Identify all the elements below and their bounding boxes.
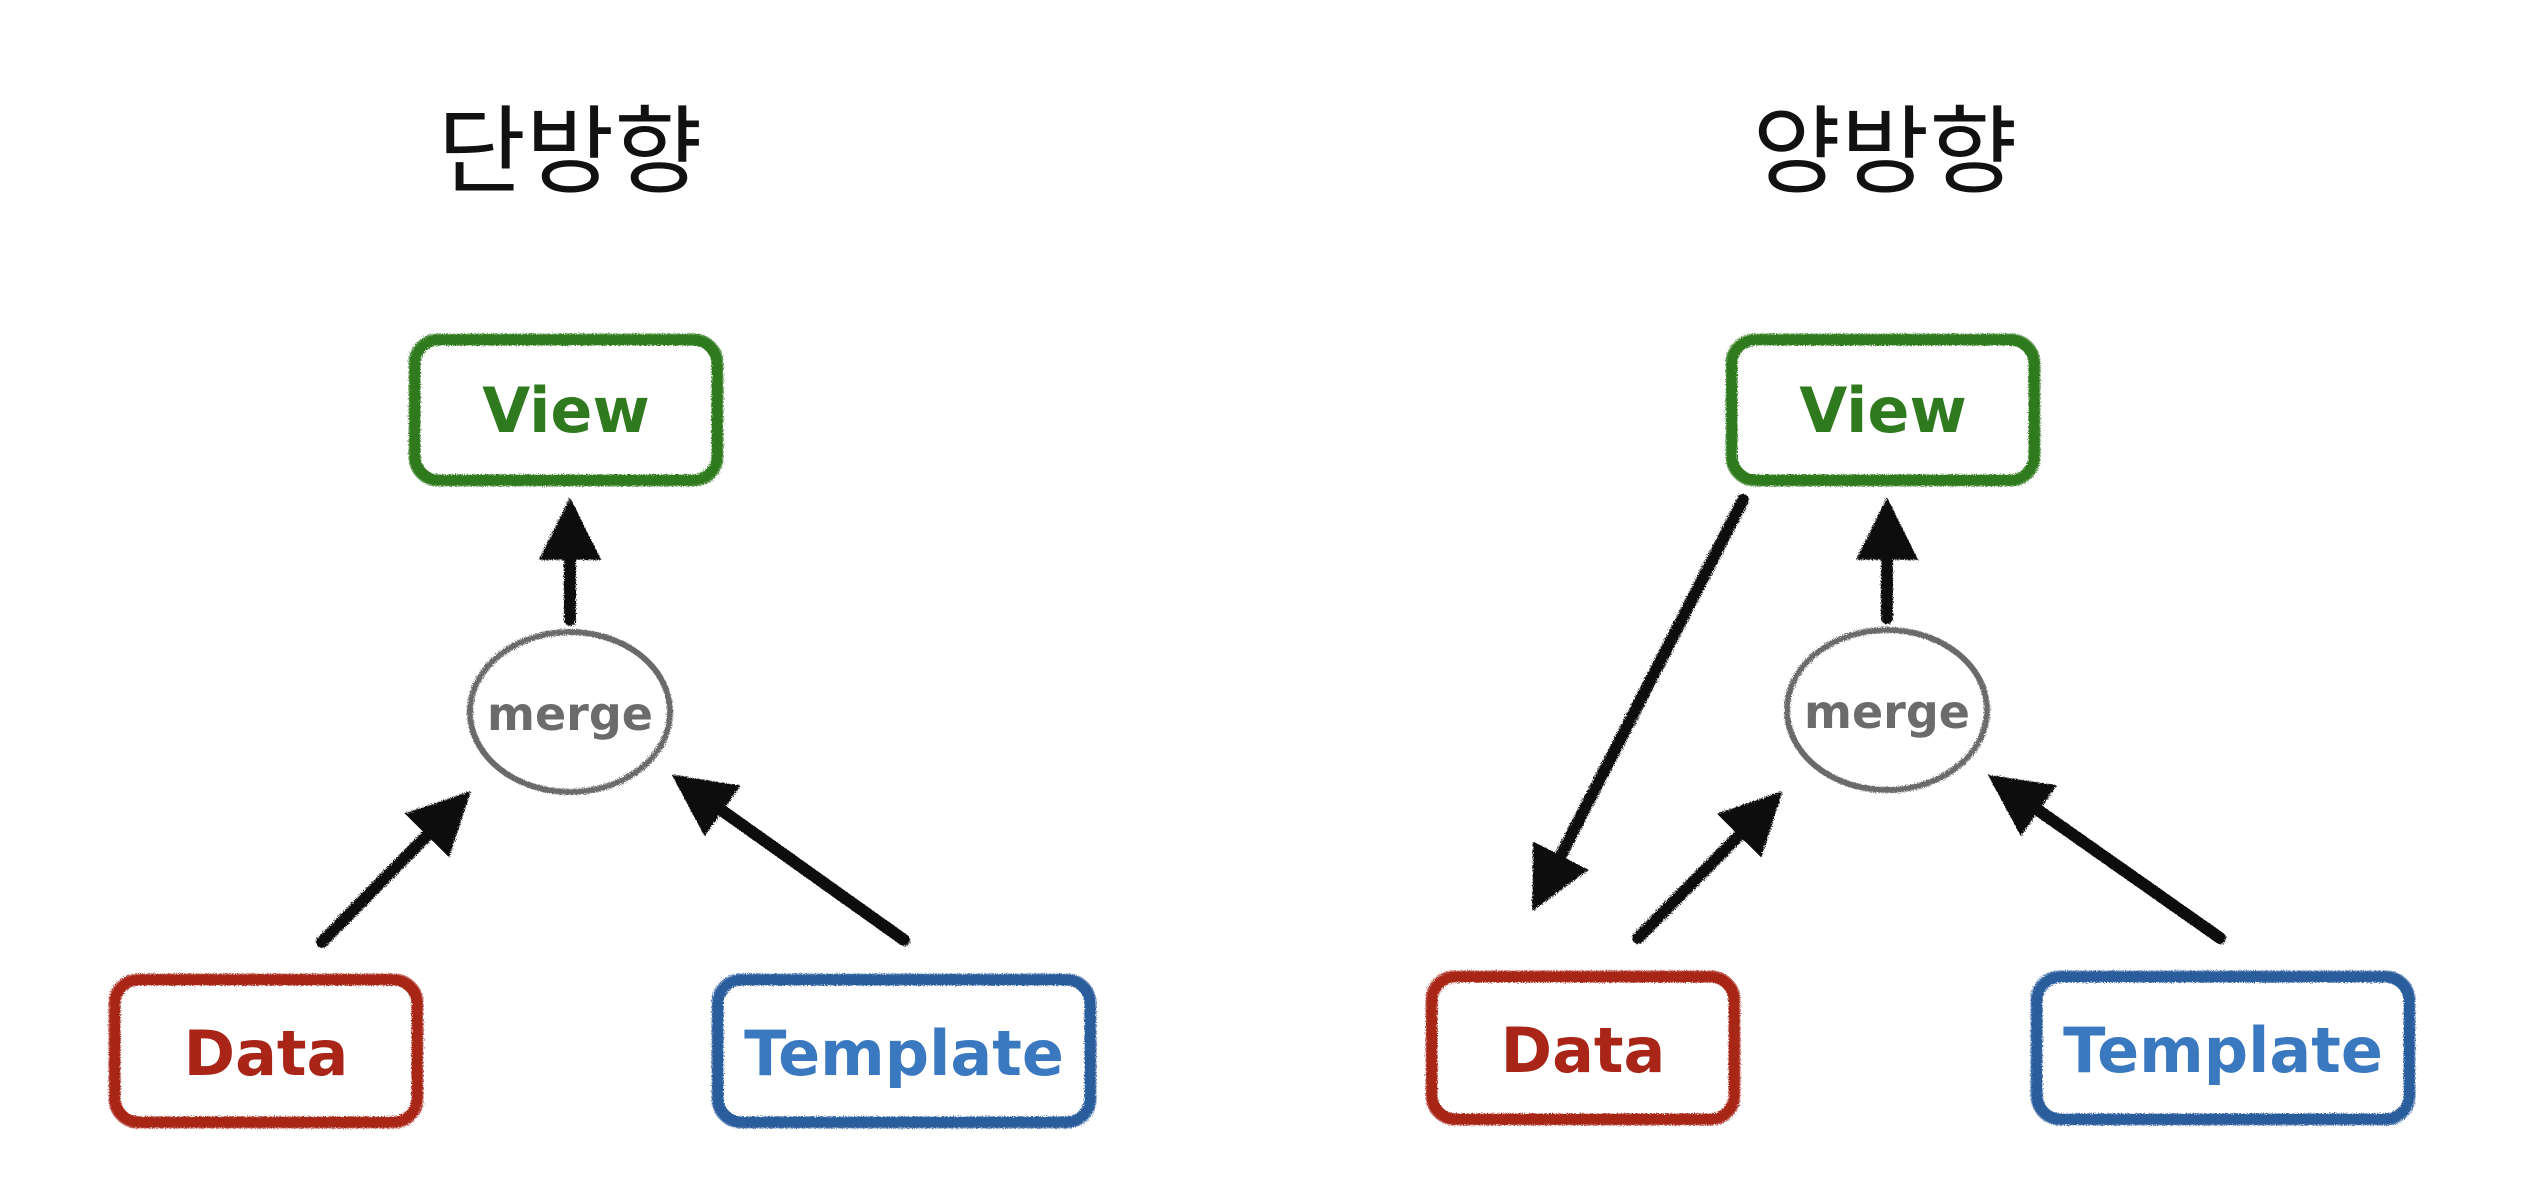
one-way-template-label: Template bbox=[744, 1017, 1064, 1090]
one-way-arrow-data-to-merge bbox=[316, 791, 471, 948]
two-way-view-box bbox=[1726, 334, 2040, 486]
two-way-data-node bbox=[1425, 970, 1741, 1126]
one-way-title: 단방향 bbox=[438, 96, 703, 208]
two-way-merge-node bbox=[1784, 627, 1990, 793]
one-way-template-box bbox=[712, 974, 1096, 1128]
two-way-template-box-outline bbox=[2030, 970, 2416, 1126]
two-way-data-box-outline bbox=[1425, 970, 1741, 1126]
one-way-template-box-outline bbox=[711, 973, 1097, 1129]
two-way-title: 양방향 bbox=[1753, 96, 2018, 208]
one-way-view-label: View bbox=[482, 374, 649, 447]
two-way-data-box bbox=[1426, 971, 1740, 1125]
one-way-merge-node bbox=[467, 629, 673, 795]
one-way-data-node bbox=[108, 973, 424, 1129]
two-way-diagram: 양방향 View merge Data Template bbox=[1425, 96, 2416, 1126]
two-way-view-box-outline bbox=[1725, 333, 2041, 487]
one-way-merge-label: merge bbox=[487, 687, 653, 741]
one-way-diagram: 단방향 View merge Data Template bbox=[108, 96, 1097, 1129]
two-way-view-label: View bbox=[1799, 374, 1966, 447]
one-way-view-box bbox=[409, 334, 723, 486]
two-way-data-label: Data bbox=[1501, 1014, 1666, 1087]
one-way-data-label: Data bbox=[184, 1017, 349, 1090]
two-way-arrow-template-to-merge bbox=[1987, 774, 2226, 944]
two-way-merge-label: merge bbox=[1804, 685, 1970, 739]
one-way-data-box bbox=[109, 974, 423, 1128]
two-way-arrow-data-to-merge bbox=[1632, 791, 1783, 944]
two-way-template-box bbox=[2031, 971, 2415, 1125]
one-way-view-box-outline bbox=[408, 333, 724, 487]
one-way-view-node bbox=[408, 333, 724, 487]
two-way-arrow-view-to-data bbox=[1532, 494, 1749, 912]
one-way-template-node bbox=[711, 973, 1097, 1129]
two-way-view-node bbox=[1725, 333, 2041, 487]
two-way-template-label: Template bbox=[2063, 1014, 2383, 1087]
two-way-template-node bbox=[2030, 970, 2416, 1126]
one-way-arrow-template-to-merge bbox=[671, 774, 910, 946]
one-way-data-box-outline bbox=[108, 973, 424, 1129]
